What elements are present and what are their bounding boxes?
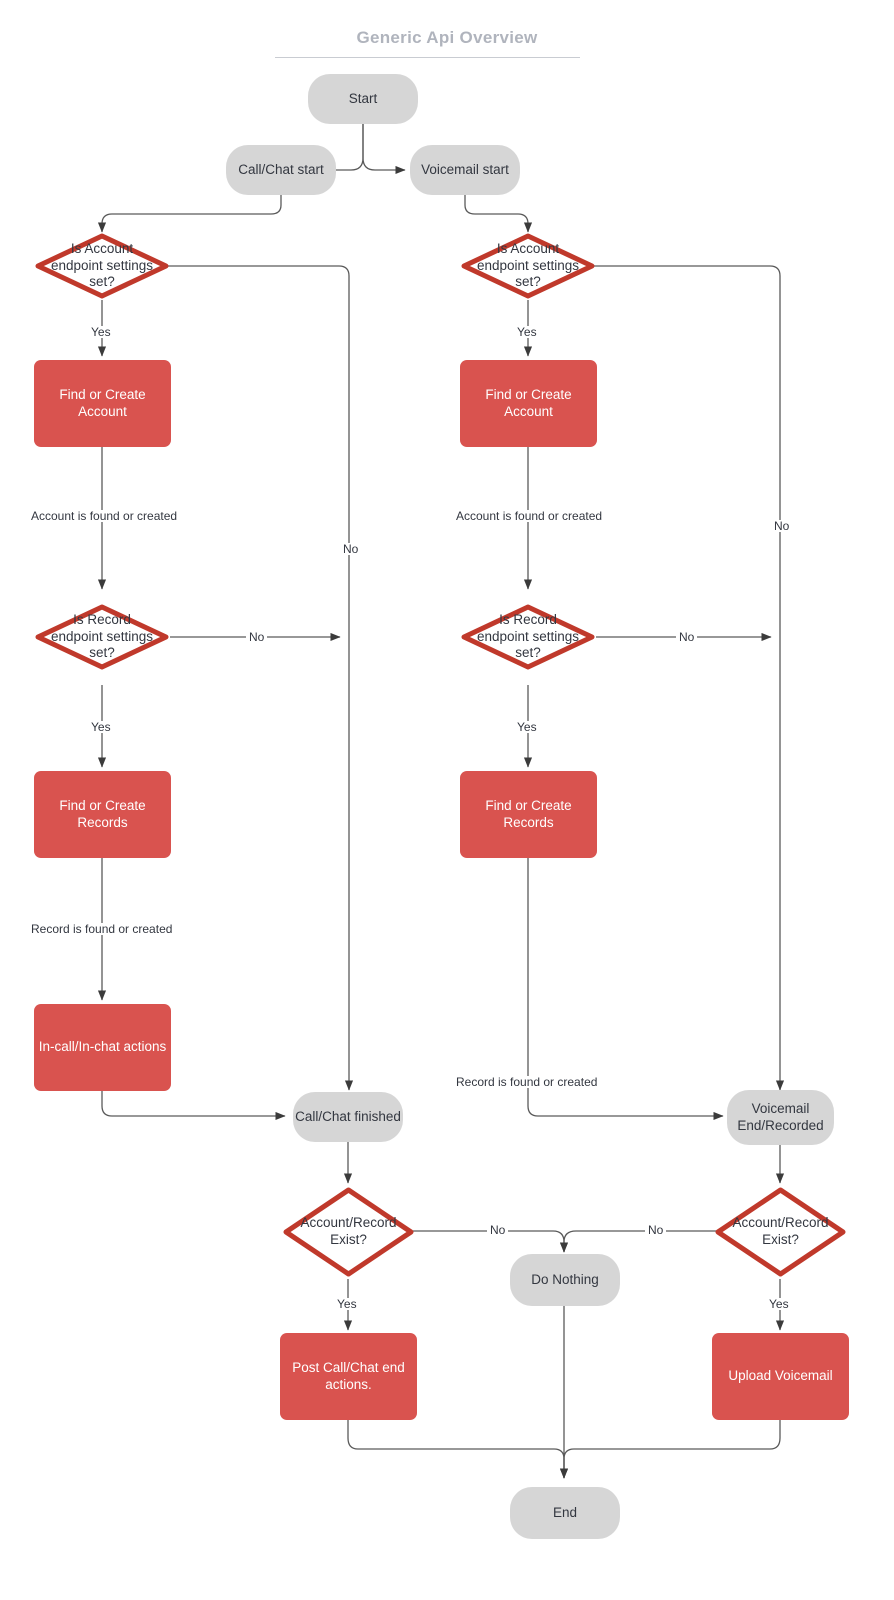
node-label: Post Call/Chat end actions. [292,1359,405,1392]
node-left-account-record-exist-decision[interactable]: Account/Record Exist? [282,1186,415,1278]
node-in-call-in-chat-actions[interactable]: In-call/In-chat actions [34,1004,171,1091]
edge-label-left-exist-no: No [487,1224,509,1236]
title-divider [275,57,580,58]
edge-label-right-account-yes: Yes [514,326,540,338]
diamond-icon [461,233,595,299]
node-label: End [552,1504,578,1520]
edge-label-left-exist-yes: Yes [334,1298,360,1310]
node-label: Call/Chat start [238,161,324,177]
node-right-account-endpoint-decision[interactable]: Is Account endpoint settings set? [460,232,596,300]
node-do-nothing[interactable]: Do Nothing [510,1254,620,1306]
edge-label-left-account-no: No [340,543,362,555]
node-call-chat-start[interactable]: Call/Chat start [226,145,336,195]
edge-label-right-record-no: No [676,631,698,643]
node-label: Voicemail start [421,161,509,177]
node-left-find-or-create-account[interactable]: Find or Create Account [34,360,171,447]
node-label: Do Nothing [531,1271,599,1287]
edge-label-right-record-yes: Yes [514,721,540,733]
node-label: Upload Voicemail [728,1368,833,1384]
diamond-icon [715,1187,846,1277]
node-label: Is Account endpoint settings set? [476,240,580,290]
edge-label-left-record-no: No [246,631,268,643]
edge-label-left-record-yes: Yes [88,721,114,733]
node-left-record-endpoint-decision[interactable]: Is Record endpoint settings set? [34,603,170,671]
node-label: Voicemail End/Recorded [737,1100,824,1133]
edge-label-right-account-no: No [771,520,793,532]
node-label: Start [348,90,378,106]
page-title: Generic Api Overview [356,28,538,47]
node-call-chat-finished[interactable]: Call/Chat finished [293,1092,403,1142]
node-label: Account/Record Exist? [732,1215,829,1247]
node-label: Is Account endpoint settings set? [50,240,154,290]
diamond-icon [35,233,169,299]
edge-label-right-record-found: Record is found or created [453,1076,601,1088]
node-end[interactable]: End [510,1487,620,1539]
edge-label-left-record-found: Record is found or created [28,923,176,935]
node-start[interactable]: Start [308,74,418,124]
node-label: Find or Create Records [485,797,572,830]
node-left-account-endpoint-decision[interactable]: Is Account endpoint settings set? [34,232,170,300]
edge-label-left-account-yes: Yes [88,326,114,338]
node-voicemail-start[interactable]: Voicemail start [410,145,520,195]
node-right-record-endpoint-decision[interactable]: Is Record endpoint settings set? [460,603,596,671]
edge-label-right-account-found: Account is found or created [453,510,606,522]
node-right-account-record-exist-decision[interactable]: Account/Record Exist? [714,1186,847,1278]
node-left-find-or-create-records[interactable]: Find or Create Records [34,771,171,858]
edge-label-right-exist-no: No [645,1224,667,1236]
node-upload-voicemail[interactable]: Upload Voicemail [712,1333,849,1420]
node-label: Is Record endpoint settings set? [50,611,154,661]
diamond-icon [35,604,169,670]
node-label: Find or Create Account [59,386,146,419]
diamond-icon [283,1187,414,1277]
node-right-find-or-create-records[interactable]: Find or Create Records [460,771,597,858]
node-label: Account/Record Exist? [300,1215,397,1247]
node-right-find-or-create-account[interactable]: Find or Create Account [460,360,597,447]
node-label: Find or Create Account [485,386,572,419]
edge-label-right-exist-yes: Yes [766,1298,792,1310]
diamond-icon [461,604,595,670]
node-label: In-call/In-chat actions [38,1039,167,1055]
node-label: Call/Chat finished [295,1108,401,1124]
node-voicemail-end-recorded[interactable]: Voicemail End/Recorded [727,1090,834,1145]
node-post-call-chat-end-actions[interactable]: Post Call/Chat end actions. [280,1333,417,1420]
node-label: Is Record endpoint settings set? [476,611,580,661]
edge-label-left-account-found: Account is found or created [28,510,181,522]
node-label: Find or Create Records [59,797,146,830]
